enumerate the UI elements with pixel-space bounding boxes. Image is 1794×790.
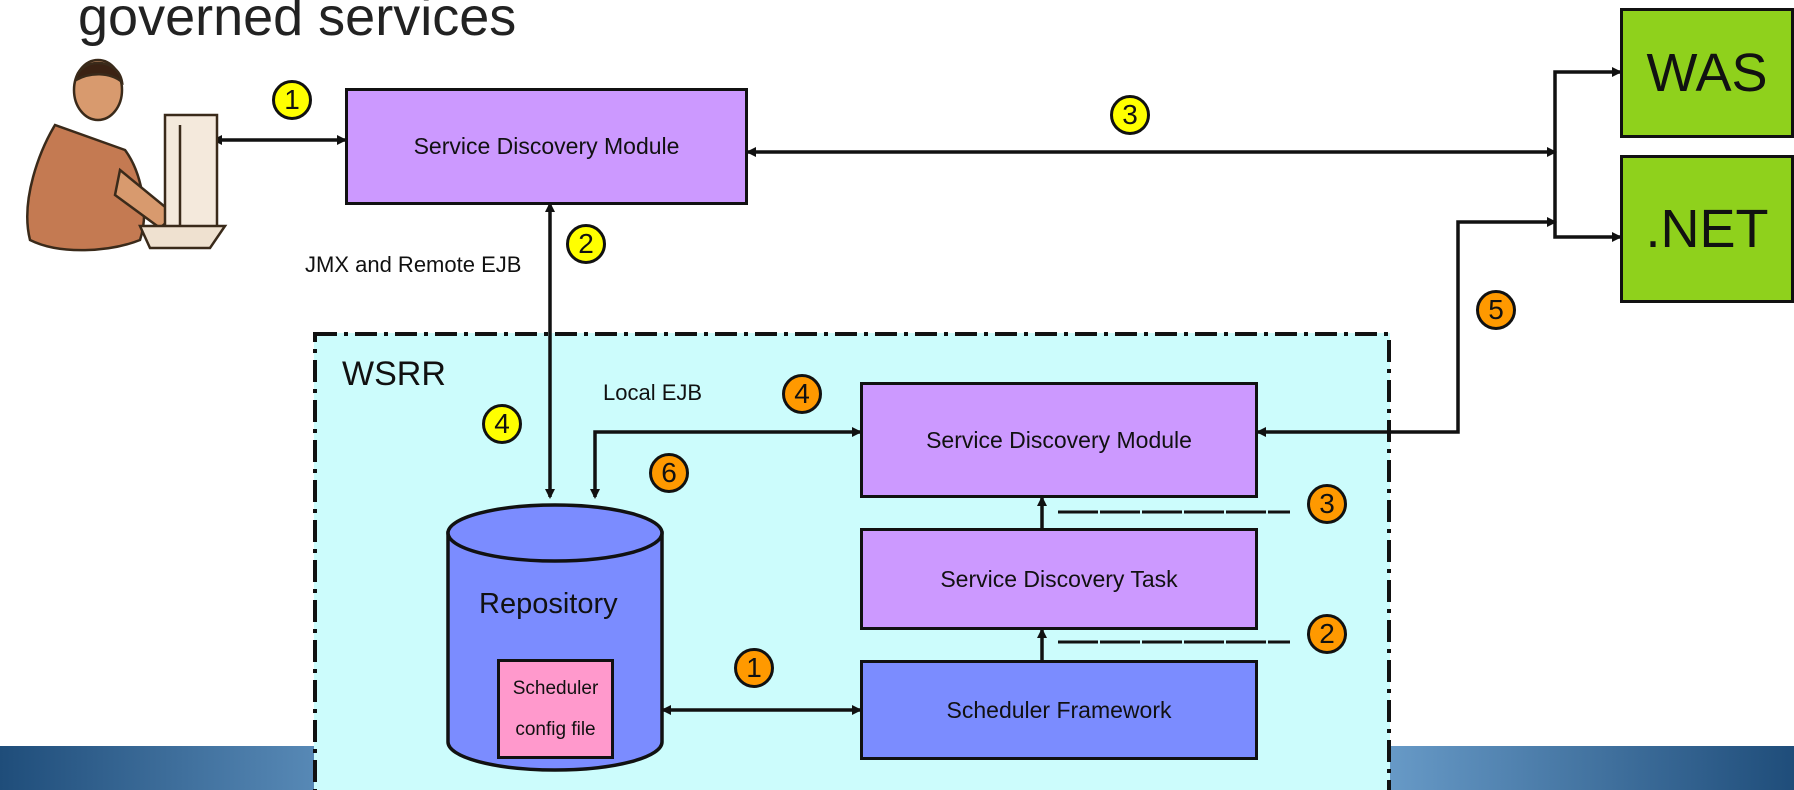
net-target-box: .NET xyxy=(1620,155,1794,303)
page-title: governed services xyxy=(78,0,517,47)
branch-was xyxy=(1553,67,1622,152)
scheduler-config-note: Scheduler config file xyxy=(497,659,614,759)
wsrr-label: WSRR xyxy=(342,355,446,393)
config-note-line2: config file xyxy=(515,718,596,740)
step-badge-orange-2: 2 xyxy=(1307,614,1347,654)
net-label: .NET xyxy=(1645,199,1769,259)
was-label: WAS xyxy=(1646,43,1768,103)
step-badge-yellow-1: 1 xyxy=(272,80,312,120)
sdt-label: Service Discovery Task xyxy=(940,565,1178,592)
step-badge-orange-5: 5 xyxy=(1476,290,1516,330)
sdt-box: Service Discovery Task xyxy=(860,528,1258,630)
sdm-inner-label: Service Discovery Module xyxy=(926,426,1192,453)
step-badge-yellow-3: 3 xyxy=(1110,95,1150,135)
step-badge-orange-6: 6 xyxy=(649,453,689,493)
wsrr-border xyxy=(313,332,1391,790)
sdm-inner-box: Service Discovery Module xyxy=(860,382,1258,498)
arrow-repo-inner-sdm xyxy=(590,427,862,499)
scheduler-framework-box: Scheduler Framework xyxy=(860,660,1258,760)
step-badge-yellow-2: 2 xyxy=(566,224,606,264)
local-ejb-label: Local EJB xyxy=(603,380,703,405)
config-note-line1: Scheduler xyxy=(512,677,599,699)
sdm-top-label: Service Discovery Module xyxy=(413,133,680,159)
repository-top xyxy=(446,503,664,563)
branch-net xyxy=(1553,152,1622,242)
step-badge-orange-1: 1 xyxy=(734,648,774,688)
was-target-box: WAS xyxy=(1620,8,1794,138)
repository-label: Repository xyxy=(479,588,618,620)
sdm-top-box: Service Discovery Module xyxy=(345,88,748,205)
user-illustration xyxy=(26,58,228,252)
step-badge-orange-3: 3 xyxy=(1307,484,1347,524)
jmx-label: JMX and Remote EJB xyxy=(305,252,522,277)
step-badge-yellow-4: 4 xyxy=(482,404,522,444)
arrow-inner-sdm-targets xyxy=(1256,217,1557,437)
step-badge-orange-4: 4 xyxy=(782,374,822,414)
scheduler-framework-label: Scheduler Framework xyxy=(946,696,1172,723)
